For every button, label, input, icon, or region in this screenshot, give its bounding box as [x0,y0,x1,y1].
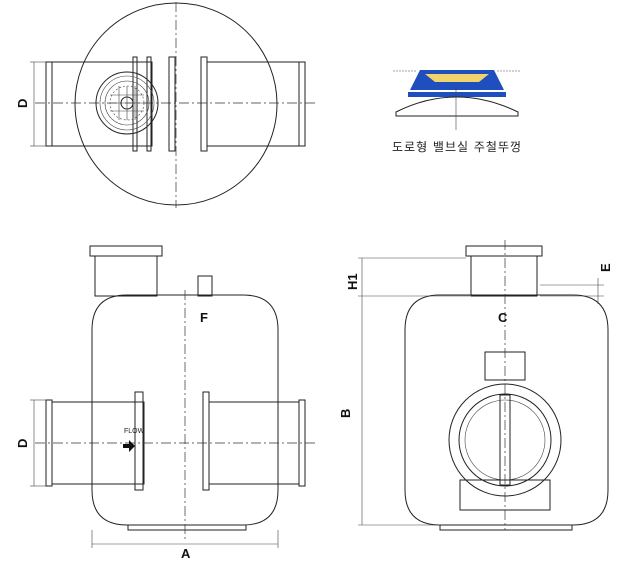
side-view: H1 B C E [338,240,613,531]
tank-body-front [91,294,279,526]
inset-caption: 도로형 밸브실 주철뚜껑 [392,140,523,154]
top-view: D [15,2,318,208]
dim-label-h1: H1 [345,273,360,290]
road-cover-detail [393,70,521,130]
butterfly-valve-icon [448,351,562,511]
dim-label-f: F [200,310,208,325]
manhole-cover-icon [95,71,159,135]
dim-label-d-front: D [15,439,30,448]
dim-label-b: B [338,409,353,418]
dim-label-a: A [181,546,191,561]
dim-label-c: C [498,310,508,325]
flow-arrow-icon [123,440,135,452]
front-view: FLOW D F A [15,245,318,561]
tank-body-side [404,294,609,526]
flow-label: FLOW [124,428,145,435]
dim-label-e: E [598,263,613,272]
dim-label-d-top: D [15,99,30,108]
